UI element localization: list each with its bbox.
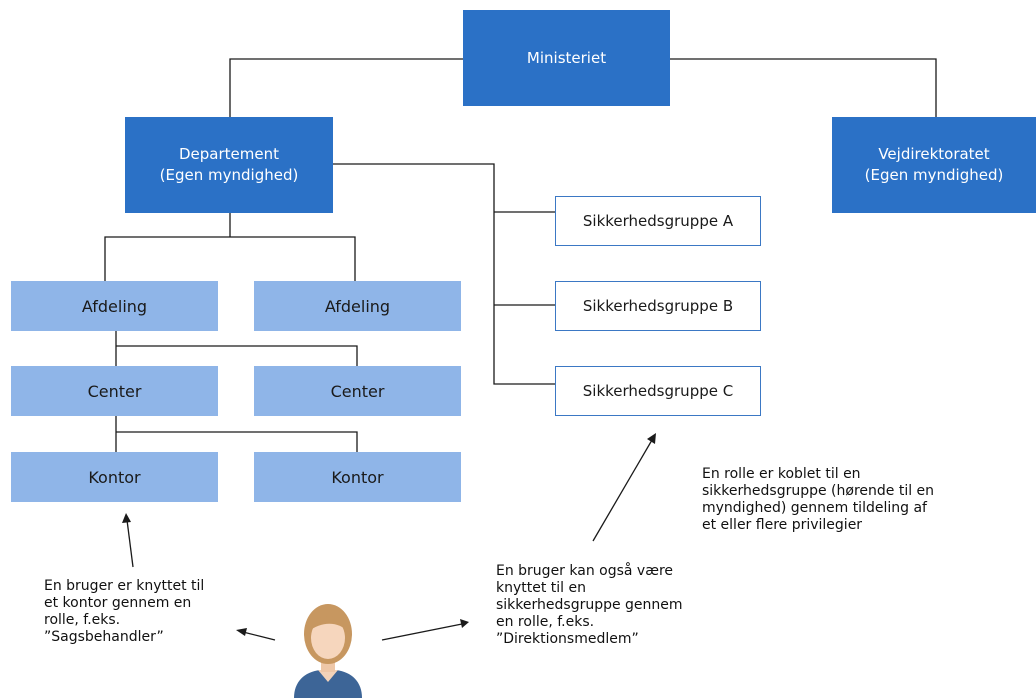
connector-afdeling-branch	[104, 236, 356, 281]
avatar-collar	[318, 670, 338, 682]
group-role-note: En bruger kan også være knyttet til en s…	[496, 563, 683, 648]
connector-ministry-departement	[229, 58, 463, 117]
kontor-label: Kontor	[88, 467, 141, 487]
arrow-to-office-note	[242, 631, 276, 641]
group-role-note-line: sikkerhedsgruppe gennem	[496, 597, 683, 613]
arrow-head-group-note	[460, 619, 469, 628]
connector-departement-groups	[333, 163, 555, 385]
security-group-b-label: Sikkerhedsgruppe B	[582, 296, 734, 315]
privileges-note-line: sikkerhedsgruppe (hørende til en	[702, 483, 935, 499]
kontor-label: Kontor	[331, 467, 384, 487]
center-label: Center	[330, 381, 385, 401]
security-group-c: Sikkerhedsgruppe C	[555, 366, 761, 416]
departement-sublabel: (Egen myndighed)	[159, 166, 299, 184]
vejdirektoratet-sublabel: (Egen myndighed)	[864, 166, 1004, 184]
arrow-to-kontor	[126, 519, 134, 568]
office-role-note-line: ”Sagsbehandler”	[44, 629, 164, 645]
arrow-to-group-note	[381, 623, 463, 641]
privileges-note-line: myndighed) gennem tildeling af	[702, 500, 927, 516]
security-group-c-label: Sikkerhedsgruppe C	[582, 381, 734, 400]
office-role-note-line: En bruger er knyttet til	[44, 578, 205, 594]
afdeling-label: Afdeling	[324, 296, 391, 316]
group-role-note-line: en rolle, f.eks.	[496, 614, 595, 630]
security-group-a: Sikkerhedsgruppe A	[555, 196, 761, 246]
afdeling-box-2: Afdeling	[254, 281, 461, 331]
vejdirektoratet-label: Vejdirektoratet	[878, 145, 990, 163]
security-group-b: Sikkerhedsgruppe B	[555, 281, 761, 331]
avatar-fringe	[308, 616, 348, 632]
connector-center-branch	[116, 345, 358, 366]
kontor-box-2: Kontor	[254, 452, 461, 502]
ministry-box: Ministeriet	[463, 10, 670, 106]
connector-kontor-branch	[116, 431, 358, 452]
ministry-label: Ministeriet	[526, 48, 607, 67]
user-avatar-icon	[294, 604, 362, 698]
office-role-note-line: et kontor gennem en	[44, 595, 192, 611]
center-label: Center	[87, 381, 142, 401]
group-role-note-line: knyttet til en	[496, 580, 587, 596]
vejdirektoratet-box: Vejdirektoratet (Egen myndighed)	[832, 117, 1036, 213]
arrow-head-kontor	[122, 513, 131, 523]
office-role-note-line: rolle, f.eks.	[44, 612, 121, 628]
privileges-note-line: En rolle er koblet til en	[702, 466, 861, 482]
privileges-note: En rolle er koblet til en sikkerhedsgrup…	[702, 466, 934, 534]
avatar-shirt	[294, 670, 362, 698]
afdeling-box-1: Afdeling	[11, 281, 218, 331]
privileges-note-line: et eller flere privilegier	[702, 517, 863, 533]
departement-box: Departement (Egen myndighed)	[125, 117, 333, 213]
group-role-note-line: En bruger kan også være	[496, 563, 674, 579]
departement-label: Departement	[179, 145, 279, 163]
center-box-2: Center	[254, 366, 461, 416]
arrow-head-office-note	[236, 628, 247, 636]
office-role-note: En bruger er knyttet til et kontor genne…	[44, 578, 204, 646]
arrow-head-group-c	[647, 433, 656, 444]
kontor-box-1: Kontor	[11, 452, 218, 502]
avatar-face	[311, 617, 345, 659]
afdeling-label: Afdeling	[81, 296, 148, 316]
arrow-to-group-c	[592, 439, 653, 542]
connector-ministry-vejdirektoratet	[670, 58, 937, 117]
security-group-a-label: Sikkerhedsgruppe A	[582, 211, 734, 230]
group-role-note-line: ”Direktionsmedlem”	[496, 631, 639, 647]
center-box-1: Center	[11, 366, 218, 416]
